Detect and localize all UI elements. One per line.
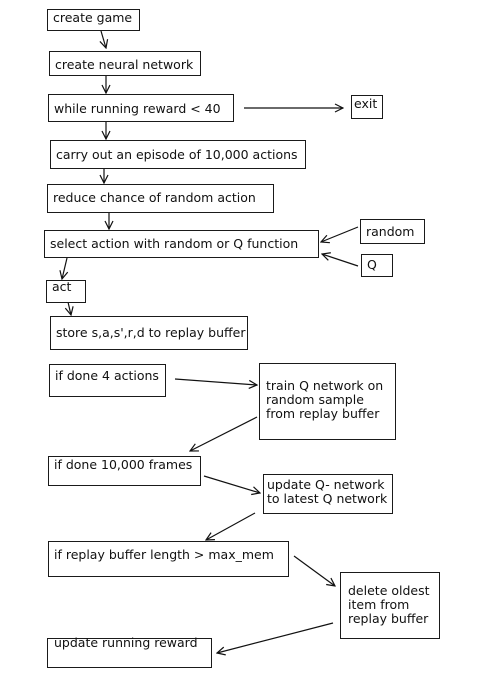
node-if-done-10000-frames: if done 10,000 frames <box>48 456 201 486</box>
node-episode: carry out an episode of 10,000 actions <box>50 140 306 169</box>
arrow-train-to-if10000 <box>190 416 258 451</box>
node-if-done-10000-frames-label: if done 10,000 frames <box>54 457 193 472</box>
arrow-select-to-act <box>62 257 67 279</box>
arrow-updateq-to-ifreplay <box>206 512 256 540</box>
arrow-if4-to-train <box>174 378 257 385</box>
node-q-label: Q <box>367 257 377 272</box>
arrow-q-to-select <box>322 254 359 267</box>
node-episode-label: carry out an episode of 10,000 actions <box>56 147 298 162</box>
node-train-q-network-line-2: random sample <box>266 392 364 407</box>
node-create-game: create game <box>47 9 140 31</box>
arrow-if10000-to-updateq <box>203 475 260 493</box>
node-create-neural-network-label: create neural network <box>55 57 194 72</box>
node-create-game-label: create game <box>53 10 133 25</box>
node-train-q-network: train Q network on random sample from re… <box>259 363 396 440</box>
node-random: random <box>360 219 425 244</box>
arrow-ifreplay-to-delete <box>293 555 335 586</box>
node-q: Q <box>361 254 393 277</box>
node-reduce-random-label: reduce chance of random action <box>53 190 256 205</box>
node-if-replay-buffer-label: if replay buffer length > max_mem <box>54 547 274 562</box>
node-train-q-network-line-1: train Q network on <box>266 378 384 393</box>
node-update-q-network: update Q- network to latest Q network <box>263 474 393 514</box>
node-delete-oldest-line-1: delete oldest <box>348 583 430 598</box>
node-act: act <box>46 280 86 303</box>
node-random-label: random <box>366 224 415 239</box>
node-exit: exit <box>351 95 383 119</box>
node-update-q-network-line-2: to latest Q network <box>267 491 388 506</box>
node-if-done-4-actions: if done 4 actions <box>49 364 166 397</box>
arrow-create-game-to-nn <box>101 30 106 48</box>
node-store-label: store s,a,s',r,d to replay buffer <box>56 325 246 340</box>
node-store: store s,a,s',r,d to replay buffer <box>50 316 248 350</box>
node-if-done-4-actions-label: if done 4 actions <box>55 368 159 383</box>
node-reduce-random: reduce chance of random action <box>47 184 274 213</box>
node-delete-oldest-line-3: replay buffer <box>348 611 429 626</box>
node-update-running-reward: update running reward <box>47 635 212 668</box>
node-train-q-network-line-3: from replay buffer <box>266 406 380 421</box>
node-delete-oldest-line-2: item from <box>348 597 410 612</box>
node-while-loop-label: while running reward < 40 <box>54 101 221 116</box>
node-create-neural-network: create neural network <box>49 51 201 76</box>
node-select-action-label: select action with random or Q function <box>50 236 299 251</box>
node-exit-label: exit <box>354 96 378 111</box>
arrow-delete-to-update-reward <box>217 622 334 653</box>
node-delete-oldest: delete oldest item from replay buffer <box>340 572 440 639</box>
node-update-q-network-line-1: update Q- network <box>267 477 385 492</box>
node-act-label: act <box>52 279 72 294</box>
arrow-random-to-select <box>321 226 359 242</box>
node-if-replay-buffer: if replay buffer length > max_mem <box>48 541 289 577</box>
node-update-running-reward-label: update running reward <box>54 635 198 650</box>
arrow-act-to-store <box>68 301 71 315</box>
node-select-action: select action with random or Q function <box>44 230 319 258</box>
node-while-loop: while running reward < 40 <box>48 94 234 122</box>
